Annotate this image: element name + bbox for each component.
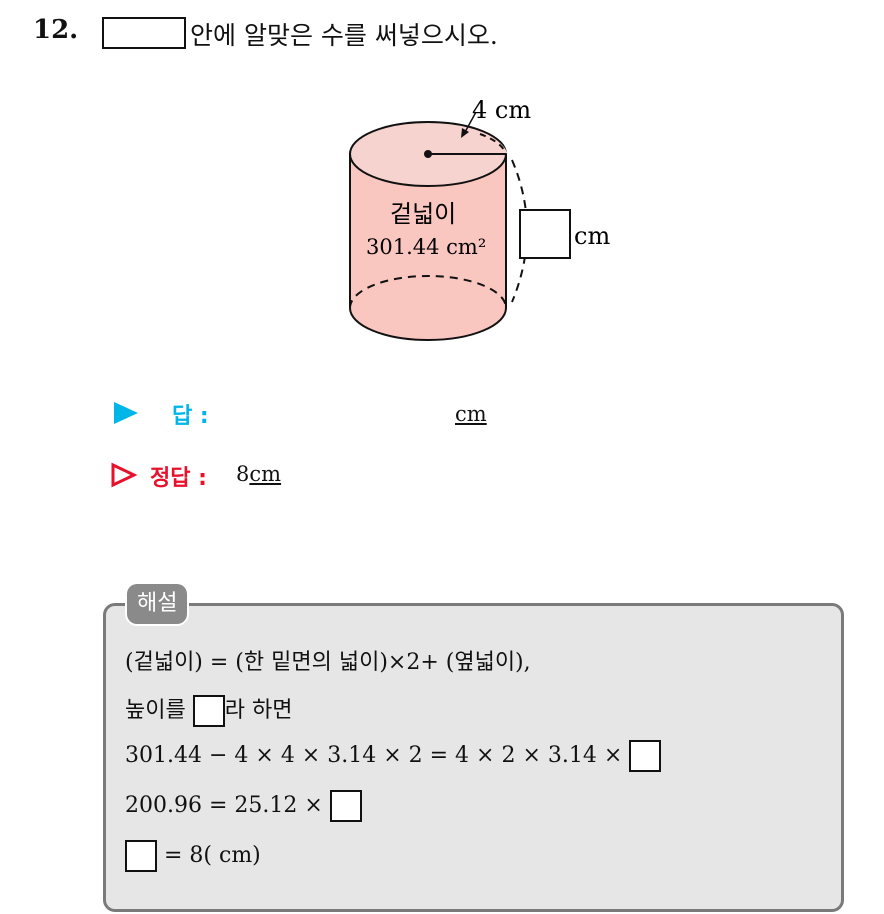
line5-text: = 8( cm) xyxy=(164,843,261,868)
radius-label: 4 cm xyxy=(472,96,531,124)
correct-answer: 8cm xyxy=(236,462,281,486)
blank-square xyxy=(629,740,662,772)
height-unit: cm xyxy=(574,222,610,250)
correct-label: 정답 : xyxy=(150,466,207,491)
explanation-line-4: 200.96 = 25.12 × xyxy=(125,790,362,822)
bottom-hidden-edge xyxy=(349,275,507,309)
blank-square xyxy=(125,840,157,872)
cylinder-figure: 4 cm 겉넓이 301.44 cm² cm xyxy=(349,96,610,341)
blank-box xyxy=(102,17,186,49)
explanation-line-2: 높이를 라 하면 xyxy=(125,692,292,727)
explanation-line-5: = 8( cm) xyxy=(125,840,261,872)
explanation-tag: 해설 xyxy=(127,584,188,624)
line2-before: 높이를 xyxy=(125,698,186,723)
area-title: 겉넓이 xyxy=(390,200,456,228)
explanation-line-3: 301.44 − 4 × 4 × 3.14 × 2 = 4 × 2 × 3.14… xyxy=(125,740,662,772)
answer-unit: cm xyxy=(455,402,487,426)
cylinder-body xyxy=(349,153,507,341)
outline-arrow-icon xyxy=(111,462,138,488)
answer-label: 답 : xyxy=(172,404,209,429)
correct-unit: cm xyxy=(249,462,282,486)
line3-text: 301.44 − 4 × 4 × 3.14 × 2 = 4 × 2 × 3.14… xyxy=(125,743,623,768)
blank-square xyxy=(192,695,225,727)
height-box xyxy=(519,209,571,259)
question-text: 안에 알맞은 수를 써넣으시오. xyxy=(190,21,498,50)
correct-value: 8 xyxy=(236,462,250,486)
play-arrow-icon xyxy=(114,402,138,424)
area-value: 301.44 cm² xyxy=(366,235,486,259)
line4-text: 200.96 = 25.12 × xyxy=(125,793,323,818)
explanation-line-1: (겉넓이) = (한 밑면의 넓이)×2+ (옆넓이), xyxy=(125,650,531,675)
explanation-box xyxy=(103,603,844,912)
question-number: 12. xyxy=(33,15,79,45)
line2-after: 라 하면 xyxy=(224,698,293,723)
blank-square xyxy=(329,790,362,822)
